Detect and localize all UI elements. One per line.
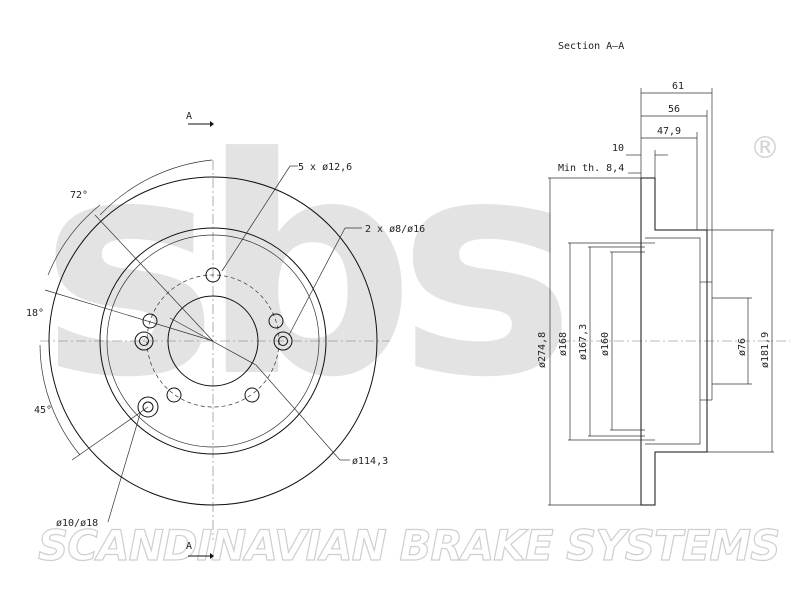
center-bore [167,295,259,387]
dia-274-8: ø274,8 [537,332,548,368]
pin-hole-inner [278,336,288,346]
dia-167-3: ø167,3 [578,324,589,360]
front-view: A A 72° 18° 45° 5 x ø12,6 2 x ø8/ø16 ø11… [26,111,425,559]
section-marker-bottom: A [186,541,192,552]
sbs-watermark: sbs [40,94,584,443]
watermark-logo: sbs [40,94,566,443]
angle-72-label: 72° [70,190,88,201]
bolt-hole [268,313,284,329]
pin-hole-outer [273,331,293,351]
dia-168: ø168 [558,332,569,356]
angle-45-label: 45° [34,405,52,416]
bolt-hole [244,387,260,403]
section-marker-top: A [186,111,192,122]
pin-hole-inner [139,336,149,346]
bolt-holes-label: 5 x ø12,6 [298,162,352,173]
disc-inner-friction-edge [99,227,327,455]
stud-hole-label: ø10/ø18 [56,518,98,529]
section-view: Section A–A 61 56 47,9 10 Min th. 8,4 [537,41,790,506]
hat-circle [106,234,320,448]
registered-mark: ® [750,131,780,166]
stud-hole-outer [137,396,159,418]
watermark-banner: SCANDINAVIAN BRAKE SYSTEMS [38,521,779,570]
dia-76: ø76 [737,338,748,356]
stud-hole-inner [142,401,154,413]
pin-holes-label: 2 x ø8/ø16 [365,224,425,235]
bolt-hole [142,313,158,329]
dia-181-9: ø181,9 [760,332,771,368]
pcd-label: ø114,3 [352,456,388,467]
dim-61: 61 [672,81,684,92]
disc-outer-circle [48,176,378,506]
dim-47-9: 47,9 [657,126,681,137]
pin-hole-outer [134,331,154,351]
min-thickness: Min th. 8,4 [558,163,624,174]
dia-160: ø160 [600,332,611,356]
bolt-hole [166,387,182,403]
angle-18-label: 18° [26,308,44,319]
dim-56: 56 [668,104,680,115]
dim-10: 10 [612,143,624,154]
bolt-hole [205,267,221,283]
section-title: Section A–A [558,41,624,52]
